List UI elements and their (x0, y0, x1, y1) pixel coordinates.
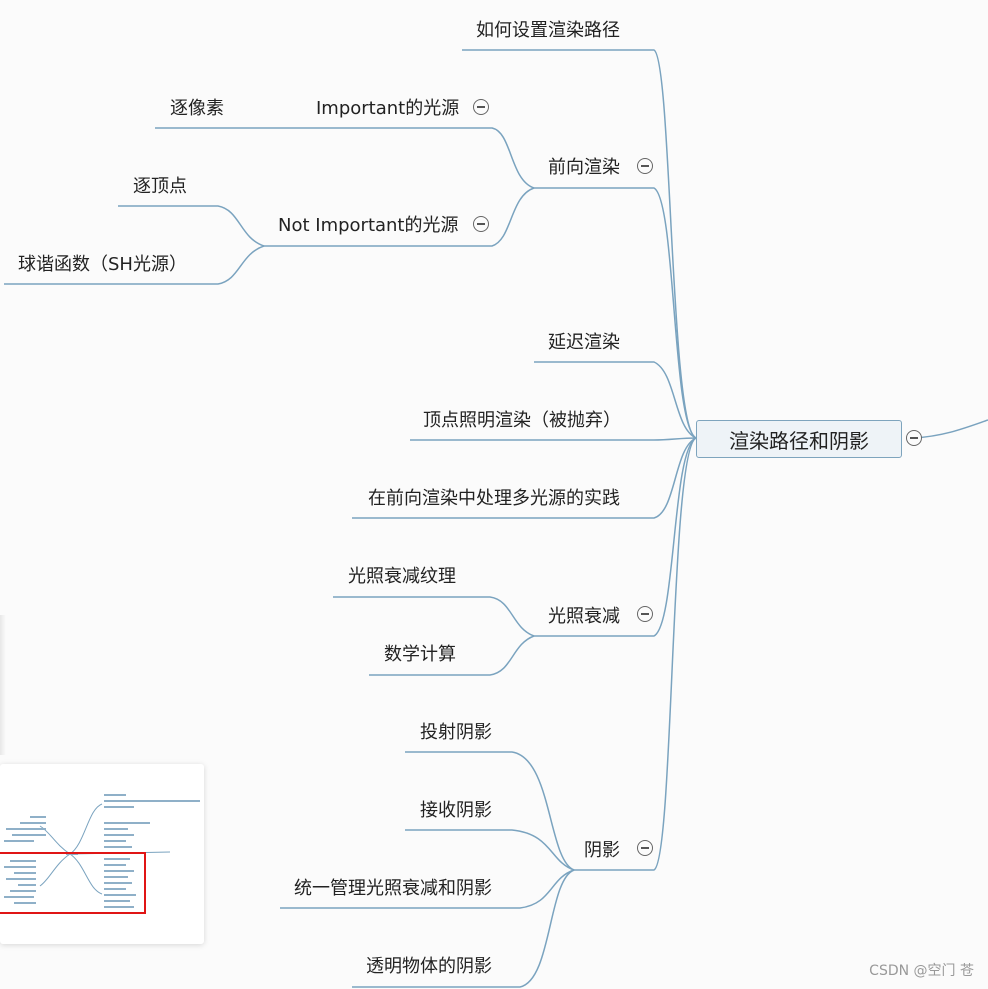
topic-attenuation[interactable]: 光照衰减 (548, 606, 620, 627)
topic-shadow[interactable]: 阴影 (584, 840, 620, 861)
topic-multi-light[interactable]: 在前向渲染中处理多光源的实践 (368, 488, 620, 509)
topic-math-calc[interactable]: 数学计算 (384, 644, 456, 665)
minimap-viewport-frame[interactable] (0, 852, 146, 914)
collapse-circle-icon[interactable] (637, 158, 653, 174)
collapse-circle-icon[interactable] (473, 99, 489, 115)
root-topic[interactable]: 渲染路径和阴影 (696, 420, 902, 458)
topic-transparent-shadow[interactable]: 透明物体的阴影 (366, 956, 492, 977)
topic-deferred-render[interactable]: 延迟渲染 (548, 332, 620, 353)
topic-path-setup[interactable]: 如何设置渲染路径 (476, 20, 620, 41)
topic-attenuation-texture[interactable]: 光照衰减纹理 (348, 566, 456, 587)
topic-cast-shadow[interactable]: 投射阴影 (420, 722, 492, 743)
topic-not-important-lights[interactable]: Not Important的光源 (278, 215, 459, 236)
topic-vertex-lit[interactable]: 顶点照明渲染（被抛弃） (423, 410, 621, 431)
overview-minimap[interactable] (0, 764, 204, 944)
topic-receive-shadow[interactable]: 接收阴影 (420, 800, 492, 821)
topic-per-vertex[interactable]: 逐顶点 (133, 176, 187, 197)
panel-edge-shadow (0, 615, 6, 755)
topic-forward-render[interactable]: 前向渲染 (548, 157, 620, 178)
topic-per-pixel[interactable]: 逐像素 (170, 98, 224, 119)
watermark: CSDN @空门 苍 (869, 963, 974, 979)
topic-unified-attenuation-shadow[interactable]: 统一管理光照衰减和阴影 (294, 878, 492, 899)
collapse-circle-icon[interactable] (906, 430, 922, 446)
collapse-circle-icon[interactable] (637, 606, 653, 622)
collapse-circle-icon[interactable] (637, 840, 653, 856)
topic-important-lights[interactable]: Important的光源 (316, 98, 460, 119)
minimap-thumbnail (4, 794, 200, 914)
topic-spherical-harmonics[interactable]: 球谐函数（SH光源） (18, 254, 187, 275)
collapse-circle-icon[interactable] (473, 216, 489, 232)
